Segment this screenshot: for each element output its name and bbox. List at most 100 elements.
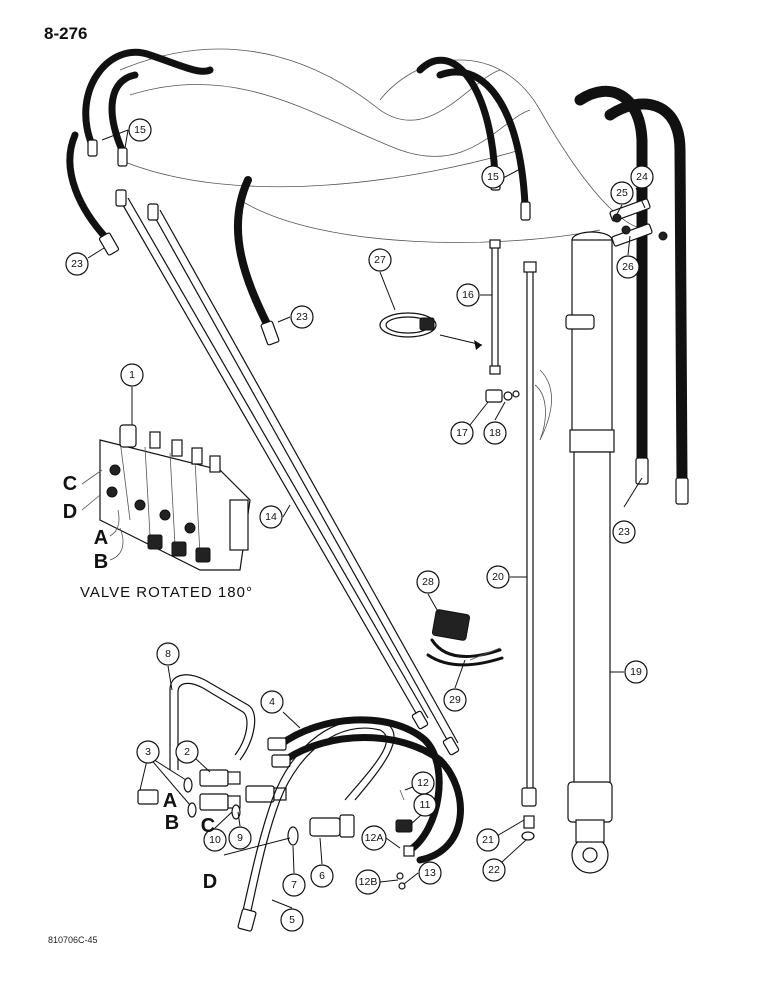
callout-26: 26 bbox=[616, 255, 640, 279]
svg-text:14: 14 bbox=[265, 511, 277, 523]
callout-7: 7 bbox=[282, 873, 306, 897]
tube-8 bbox=[169, 674, 256, 770]
port-brackets bbox=[81, 469, 124, 561]
port-c-fitting: C bbox=[201, 815, 215, 837]
port-c-valve: C bbox=[63, 473, 77, 495]
routing-lines bbox=[119, 48, 651, 441]
callout-29: 29 bbox=[443, 688, 467, 712]
port-a-fitting: A bbox=[163, 790, 177, 812]
hose-15-left bbox=[82, 48, 214, 167]
callout-23-left: 23 bbox=[65, 252, 89, 276]
port-b-valve: B bbox=[94, 551, 108, 573]
callout-22: 22 bbox=[482, 858, 506, 882]
hose-23-left bbox=[66, 131, 120, 256]
clamp-bolts-24-26 bbox=[609, 198, 668, 247]
svg-text:7: 7 bbox=[291, 879, 297, 891]
fittings-2-3-9-10 bbox=[137, 769, 287, 820]
valve-rotated-caption: VALVE ROTATED 180° bbox=[80, 584, 253, 601]
callout-23-middle: 23 bbox=[290, 305, 314, 329]
callout-20: 20 bbox=[486, 565, 510, 589]
callout-11: 11 bbox=[413, 793, 437, 817]
callout-12: 12 bbox=[411, 771, 435, 795]
callout-12a: 12A bbox=[361, 825, 387, 851]
svg-text:18: 18 bbox=[489, 427, 501, 439]
svg-text:2: 2 bbox=[184, 746, 190, 758]
svg-text:12: 12 bbox=[417, 777, 429, 789]
svg-text:5: 5 bbox=[289, 914, 295, 926]
svg-text:21: 21 bbox=[482, 834, 494, 846]
callout-13: 13 bbox=[418, 861, 442, 885]
callout-21: 21 bbox=[476, 828, 500, 852]
svg-text:29: 29 bbox=[449, 694, 461, 706]
tube-16 bbox=[489, 239, 501, 375]
callout-4: 4 bbox=[260, 690, 284, 714]
svg-text:23: 23 bbox=[296, 311, 308, 323]
svg-text:20: 20 bbox=[492, 571, 504, 583]
svg-text:28: 28 bbox=[422, 576, 434, 588]
hose-4 bbox=[267, 716, 464, 864]
svg-text:16: 16 bbox=[462, 289, 474, 301]
callout-3: 3 bbox=[136, 740, 160, 764]
fitting-17-18 bbox=[485, 389, 520, 403]
hose-strap-28-29 bbox=[426, 609, 504, 667]
callout-1: 1 bbox=[120, 363, 144, 387]
svg-text:9: 9 bbox=[237, 832, 243, 844]
svg-text:8: 8 bbox=[165, 648, 171, 660]
callout-18: 18 bbox=[483, 421, 507, 445]
port-b-fitting: B bbox=[165, 812, 179, 834]
svg-text:12B: 12B bbox=[359, 876, 378, 888]
svg-text:27: 27 bbox=[374, 254, 386, 266]
svg-text:10: 10 bbox=[209, 834, 221, 846]
port-d-fitting: D bbox=[203, 871, 217, 893]
control-valve-1 bbox=[99, 424, 251, 571]
svg-text:12A: 12A bbox=[365, 832, 384, 844]
leader-lines bbox=[87, 129, 646, 909]
hose-15-right bbox=[416, 56, 531, 221]
svg-text:3: 3 bbox=[145, 746, 151, 758]
callout-9: 9 bbox=[228, 826, 252, 850]
svg-text:15: 15 bbox=[487, 171, 499, 183]
svg-text:6: 6 bbox=[319, 870, 325, 882]
port-a-valve: A bbox=[94, 527, 108, 549]
svg-text:17: 17 bbox=[456, 427, 468, 439]
callout-16: 16 bbox=[456, 283, 480, 307]
callout-27: 27 bbox=[368, 248, 392, 272]
callout-25: 25 bbox=[610, 181, 634, 205]
hose-clamp-27 bbox=[379, 312, 483, 350]
svg-text:15: 15 bbox=[134, 124, 146, 136]
callout-6: 6 bbox=[310, 864, 334, 888]
svg-text:23: 23 bbox=[71, 258, 83, 270]
hose-23-right bbox=[574, 85, 689, 505]
callout-8: 8 bbox=[156, 642, 180, 666]
small-parts-11-13 bbox=[395, 789, 415, 890]
port-d-valve: D bbox=[63, 501, 77, 523]
svg-text:11: 11 bbox=[420, 799, 431, 811]
callout-2: 2 bbox=[175, 740, 199, 764]
svg-text:22: 22 bbox=[488, 864, 500, 876]
callout-5: 5 bbox=[280, 908, 304, 932]
tube-5 bbox=[237, 719, 395, 932]
figure-code: 810706C-45 bbox=[48, 935, 98, 945]
callout-19: 19 bbox=[624, 660, 648, 684]
callout-10: 10 bbox=[203, 828, 227, 852]
svg-text:4: 4 bbox=[269, 696, 275, 708]
callout-15-left: 15 bbox=[128, 118, 152, 142]
port-letters: C D A B A B C D bbox=[63, 473, 217, 893]
cylinder-19 bbox=[539, 231, 615, 874]
svg-text:1: 1 bbox=[129, 369, 135, 381]
callout-14: 14 bbox=[259, 505, 283, 529]
svg-text:23: 23 bbox=[618, 526, 630, 538]
svg-text:13: 13 bbox=[424, 867, 436, 879]
callout-28: 28 bbox=[416, 570, 440, 594]
callout-17: 17 bbox=[450, 421, 474, 445]
svg-text:25: 25 bbox=[616, 187, 628, 199]
page-number: 8-276 bbox=[44, 24, 88, 43]
svg-text:24: 24 bbox=[636, 171, 648, 183]
callout-23-right: 23 bbox=[612, 520, 636, 544]
tube-20 bbox=[521, 261, 537, 841]
svg-text:19: 19 bbox=[630, 666, 642, 678]
tube-14 bbox=[115, 189, 460, 756]
svg-text:26: 26 bbox=[622, 261, 634, 273]
callout-15-right: 15 bbox=[481, 165, 505, 189]
